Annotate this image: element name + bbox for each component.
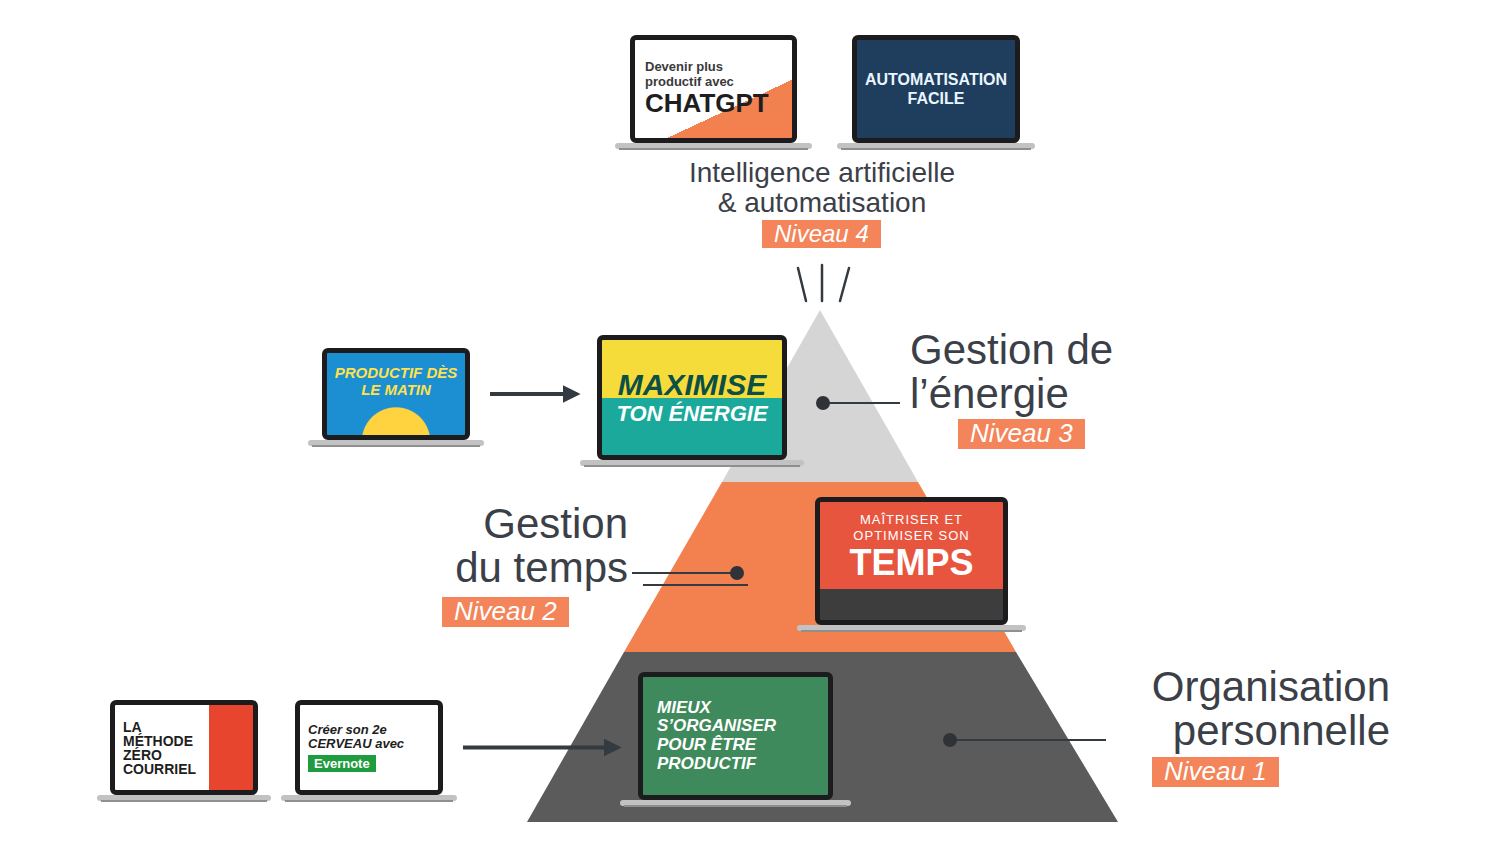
leader-line bbox=[632, 572, 737, 574]
level-tag: Niveau 1 bbox=[1152, 757, 1279, 787]
laptop-base bbox=[281, 795, 457, 801]
band-fill bbox=[527, 652, 1118, 822]
laptop-base bbox=[615, 143, 812, 149]
apex-ray bbox=[821, 265, 824, 301]
course-title: LA MÉTHODE ZÉRO COURRIEL bbox=[123, 720, 209, 776]
course-title: CHATGPT bbox=[645, 89, 769, 118]
level-title: Intelligence artificielle & automatisati… bbox=[682, 158, 962, 218]
course-screen: Créer son 2e CERVEAU avecEvernote bbox=[295, 700, 443, 795]
course-screen: MAXIMISETON ÉNERGIE bbox=[597, 335, 787, 460]
course-screen: MIEUX S’ORGANISER POUR ÊTRE PRODUCTIF bbox=[638, 672, 833, 800]
level-tag: Niveau 4 bbox=[762, 220, 881, 248]
laptop-base-shadow bbox=[285, 800, 453, 802]
leader-dot bbox=[816, 396, 830, 410]
apex-rays bbox=[798, 265, 849, 301]
leader-line bbox=[823, 402, 900, 404]
course-title: PRODUCTIF DÈS LE MATIN bbox=[333, 365, 459, 398]
laptop-base-shadow bbox=[841, 148, 1031, 150]
course-title: TEMPS bbox=[849, 543, 973, 583]
laptop-base-shadow bbox=[101, 800, 267, 802]
course-title: Evernote bbox=[308, 755, 376, 773]
course-title: MAÎTRISER ET OPTIMISER SON bbox=[826, 512, 997, 543]
course-title: Créer son 2e CERVEAU avec bbox=[308, 723, 430, 752]
level-title: Gestion de l’énergie bbox=[910, 328, 1150, 416]
laptop-base-shadow bbox=[312, 445, 480, 447]
laptop-base bbox=[837, 143, 1035, 149]
course-title: MAXIMISE bbox=[618, 368, 766, 401]
level-title: Gestion du temps bbox=[443, 502, 628, 590]
leader-dot bbox=[943, 733, 957, 747]
apex-ray bbox=[798, 268, 806, 301]
course-title: AUTOMATISATION FACILE bbox=[861, 70, 1011, 108]
course-screen: LA MÉTHODE ZÉRO COURRIEL bbox=[110, 700, 258, 795]
laptop-base bbox=[308, 440, 484, 446]
leader-line bbox=[643, 584, 748, 586]
course-title: Devenir plus productif avec bbox=[645, 60, 782, 89]
apex-ray bbox=[840, 268, 849, 301]
laptop-base bbox=[97, 795, 271, 801]
course-screen: MAÎTRISER ET OPTIMISER SONTEMPS bbox=[815, 497, 1008, 625]
course-screen: Devenir plus productif avecCHATGPT bbox=[630, 35, 797, 143]
pyramid-band: Organisation personnelleNiveau 1MIEUX S’… bbox=[527, 652, 1118, 822]
level-title: Organisation personnelle bbox=[1110, 665, 1390, 753]
leader-line bbox=[950, 739, 1106, 741]
course-title: MIEUX S’ORGANISER POUR ÊTRE PRODUCTIF bbox=[657, 699, 814, 774]
course-screen: PRODUCTIF DÈS LE MATIN bbox=[322, 348, 470, 440]
flow-arrow bbox=[490, 392, 577, 396]
level-tag: Niveau 2 bbox=[442, 597, 569, 627]
laptop-base-shadow bbox=[619, 148, 808, 150]
level-tag: Niveau 3 bbox=[958, 419, 1085, 449]
leader-dot bbox=[730, 566, 744, 580]
course-title: TON ÉNERGIE bbox=[616, 401, 767, 426]
course-screen: AUTOMATISATION FACILE bbox=[852, 35, 1020, 143]
band-fill bbox=[624, 482, 1016, 652]
